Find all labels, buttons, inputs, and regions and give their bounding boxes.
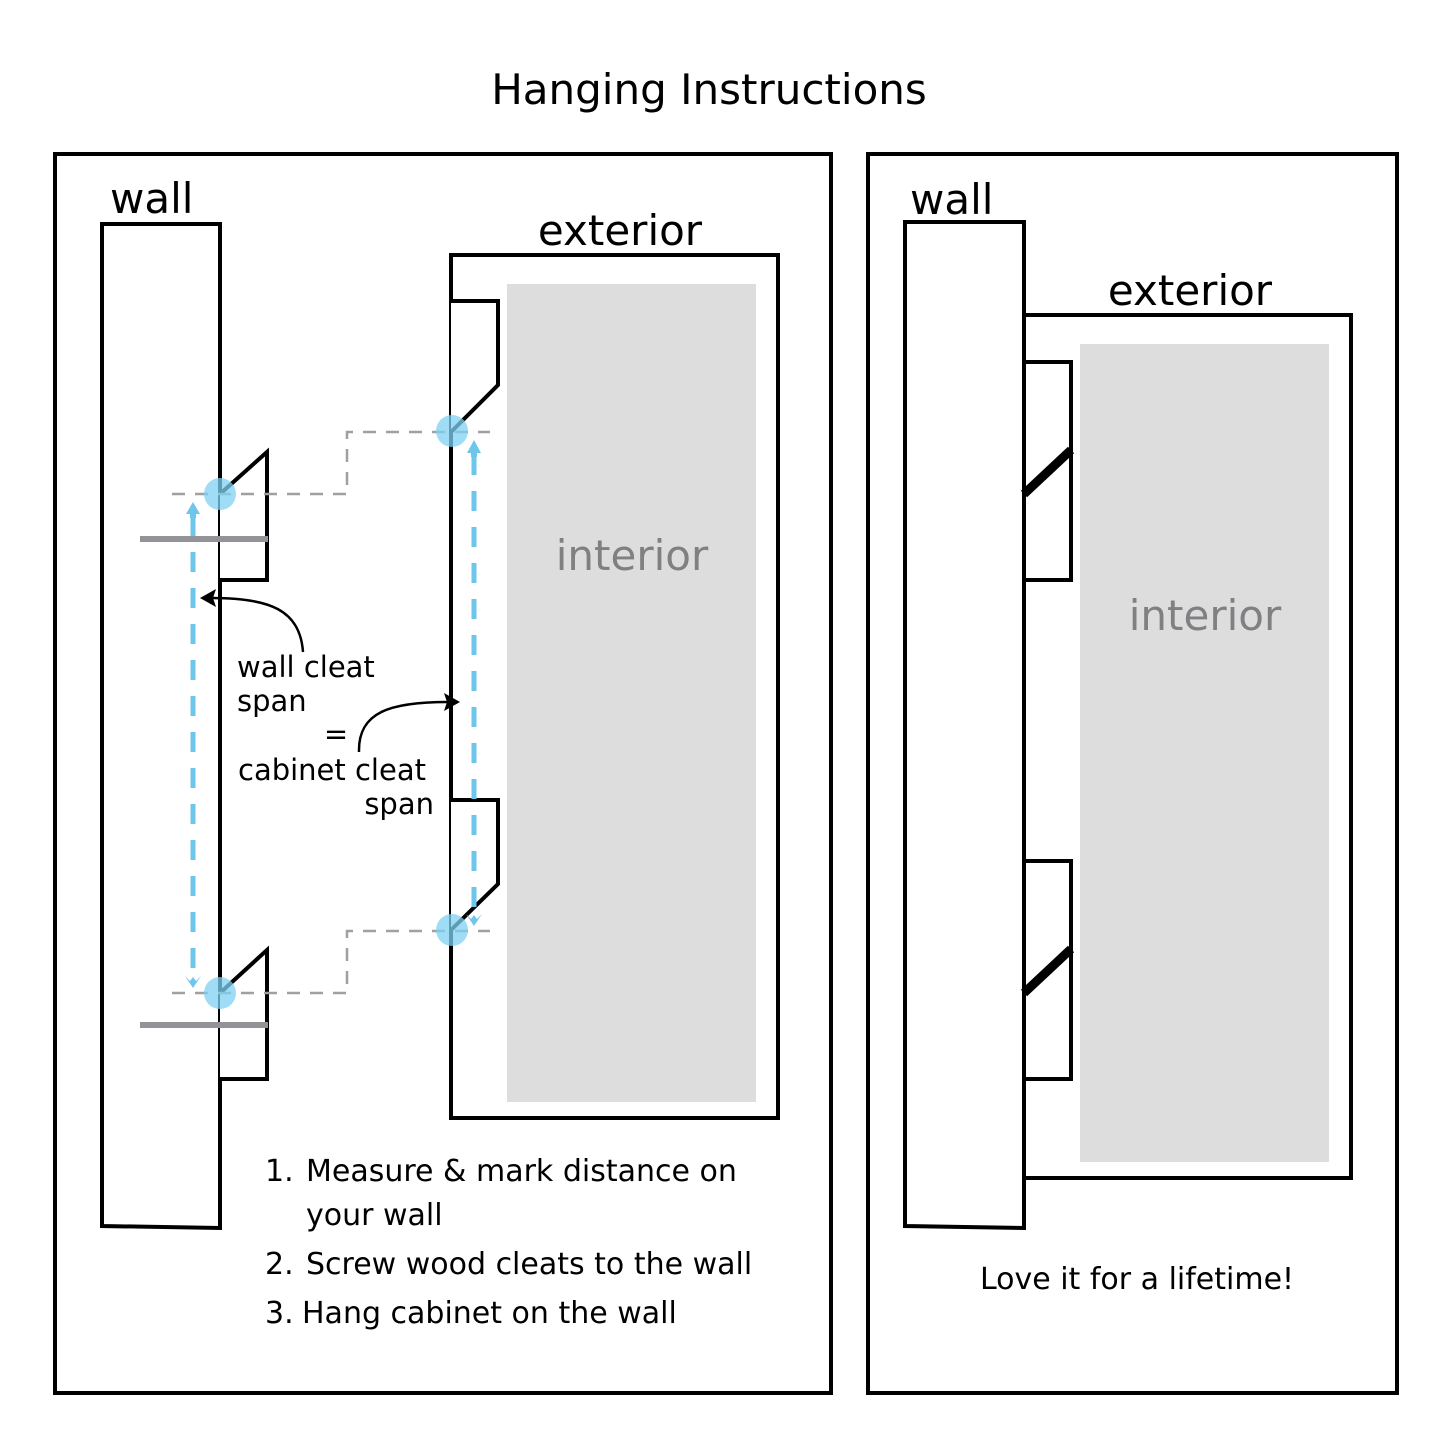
left-panel: wall exterior interior [53, 152, 833, 1395]
left-wall [100, 222, 222, 1231]
wall-span-arrow-down-icon [185, 976, 201, 988]
cabinet-span-text-line1: cabinet cleat [238, 753, 426, 787]
contact-point-wall-top [204, 478, 236, 510]
right-wall [903, 220, 1026, 1231]
equals-sign: = [324, 717, 348, 751]
contact-point-cabinet-top [436, 415, 468, 447]
wall-span-pointer [211, 596, 305, 653]
right-panel-frame [866, 152, 1399, 1395]
wall-span-text-line2: span [237, 684, 307, 718]
contact-point-wall-bottom [204, 977, 236, 1009]
left-interior-label: interior [556, 531, 709, 580]
right-panel: wall exterior interior Love it for a lif… [866, 152, 1399, 1395]
closing-caption: Love it for a lifetime! [980, 1262, 1294, 1297]
right-interior-label: interior [1129, 591, 1282, 640]
guide-line-bottom [172, 929, 490, 995]
page-title: Hanging Instructions [491, 65, 927, 114]
wall-span-pointer-head-icon [200, 589, 216, 607]
wall-cleat-bottom [218, 945, 269, 1081]
left-wall-label: wall [110, 174, 193, 223]
left-cabinet-exterior [449, 253, 780, 1120]
cabinet-span-pointer-head-icon [444, 693, 460, 711]
step-1-text-cont: your wall [306, 1198, 443, 1233]
right-exterior-label: exterior [1108, 266, 1273, 315]
step-1-number: 1. [265, 1154, 294, 1189]
left-exterior-label: exterior [538, 206, 703, 255]
right-wall-label: wall [910, 175, 993, 224]
cabinet-span-text-line2: span [364, 787, 434, 821]
interlock-joint-bottom [1020, 945, 1075, 997]
right-cabinet-interior [1080, 344, 1329, 1162]
instruction-steps: 1. Measure & mark distance on your wall … [265, 1154, 752, 1331]
guide-line-top [172, 430, 490, 496]
wall-span-text-line1: wall cleat [237, 650, 375, 684]
contact-point-cabinet-bottom [436, 914, 468, 946]
step-2-number: 2. [265, 1247, 294, 1282]
step-2-text: Screw wood cleats to the wall [306, 1247, 752, 1282]
left-panel-frame [53, 152, 833, 1395]
wall-cleat-top [218, 447, 269, 582]
step-1-text: Measure & mark distance on [306, 1154, 737, 1189]
step-3-number: 3. [265, 1296, 294, 1331]
left-cabinet-interior [507, 284, 756, 1102]
wall-span-arrow-up-icon [186, 502, 200, 518]
step-3-text: Hang cabinet on the wall [302, 1296, 677, 1331]
right-cabinet-exterior [1022, 313, 1353, 1180]
cabinet-span-arrow-down-icon [466, 914, 482, 926]
interlock-joint-top [1020, 446, 1075, 498]
cabinet-span-arrow-up-icon [467, 440, 481, 457]
cabinet-span-pointer [357, 700, 449, 753]
cabinet-cleat-top [449, 299, 500, 434]
